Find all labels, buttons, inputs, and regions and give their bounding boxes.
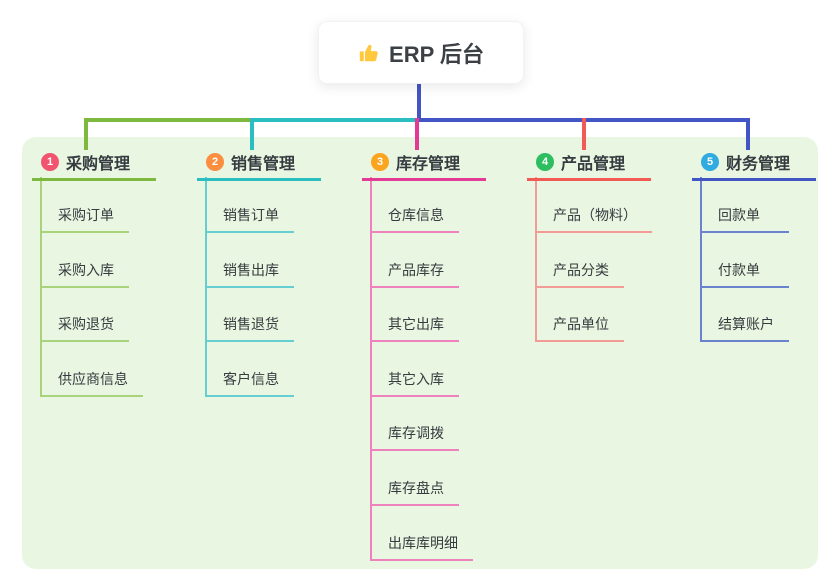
child-label: 其它出库 [388,316,444,332]
branch-drop-line [746,118,750,150]
child-node[interactable]: 付款单 [700,254,789,288]
branch-label: 财务管理 [726,156,791,173]
child-node[interactable]: 销售退货 [205,308,294,342]
branch-number-badge: 2 [206,153,224,171]
child-label: 回款单 [718,207,760,223]
branch-drop-line [250,118,254,150]
root-stem-line [417,82,421,118]
child-label: 销售订单 [223,207,279,223]
child-label: 出库库明细 [388,535,458,551]
child-label: 产品库存 [388,262,444,278]
branch-number-badge: 5 [701,153,719,171]
branch-spine-line [370,177,372,561]
child-label: 库存盘点 [388,480,444,496]
child-node[interactable]: 产品单位 [535,308,624,342]
child-node[interactable]: 供应商信息 [40,363,143,397]
child-node[interactable]: 回款单 [700,199,789,233]
branch-number-badge: 1 [41,153,59,171]
branch-label: 采购管理 [66,156,131,173]
child-label: 产品单位 [553,316,609,332]
child-label: 采购退货 [58,316,114,332]
branch-drop-line [84,118,88,150]
child-label: 销售退货 [223,316,279,332]
child-label: 付款单 [718,262,760,278]
child-node[interactable]: 结算账户 [700,308,789,342]
child-label: 销售出库 [223,262,279,278]
child-node[interactable]: 出库库明细 [370,527,473,561]
branch-spine-line [535,177,537,342]
child-node[interactable]: 销售出库 [205,254,294,288]
child-node[interactable]: 产品库存 [370,254,459,288]
branch-node[interactable]: 5 财务管理 [692,146,816,181]
branch-drop-line [415,118,419,150]
branch-label: 销售管理 [231,156,296,173]
child-label: 库存调拨 [388,425,444,441]
branch-spine-line [700,177,702,342]
child-node[interactable]: 采购入库 [40,254,129,288]
branch-node[interactable]: 3 库存管理 [362,146,486,181]
thumbs-up-icon [358,42,380,64]
child-label: 仓库信息 [388,207,444,223]
branch-number-badge: 4 [536,153,554,171]
branch-drop-line [582,118,586,150]
child-label: 产品（物料） [553,207,637,223]
child-label: 结算账户 [718,316,774,332]
child-label: 客户信息 [223,371,279,387]
branch-number-badge: 3 [371,153,389,171]
child-node[interactable]: 库存盘点 [370,472,459,506]
root-node[interactable]: ERP 后台 [318,21,524,84]
child-node[interactable]: 销售订单 [205,199,294,233]
child-label: 采购入库 [58,262,114,278]
branch-node[interactable]: 4 产品管理 [527,146,651,181]
child-label: 采购订单 [58,207,114,223]
child-node[interactable]: 仓库信息 [370,199,459,233]
child-node[interactable]: 产品分类 [535,254,624,288]
child-node[interactable]: 库存调拨 [370,417,459,451]
child-label: 供应商信息 [58,371,128,387]
child-node[interactable]: 其它入库 [370,363,459,397]
branch-label: 库存管理 [396,156,461,173]
root-label: ERP 后台 [389,41,484,67]
child-node[interactable]: 产品（物料） [535,199,652,233]
child-node[interactable]: 采购退货 [40,308,129,342]
branch-node[interactable]: 2 销售管理 [197,146,321,181]
top-bar-segment [84,118,252,122]
child-node[interactable]: 其它出库 [370,308,459,342]
child-node[interactable]: 客户信息 [205,363,294,397]
child-label: 产品分类 [553,262,609,278]
branches-panel [22,137,818,569]
branch-label: 产品管理 [561,156,626,173]
child-label: 其它入库 [388,371,444,387]
child-node[interactable]: 采购订单 [40,199,129,233]
top-bar-segment [252,118,417,122]
branch-node[interactable]: 1 采购管理 [32,146,156,181]
